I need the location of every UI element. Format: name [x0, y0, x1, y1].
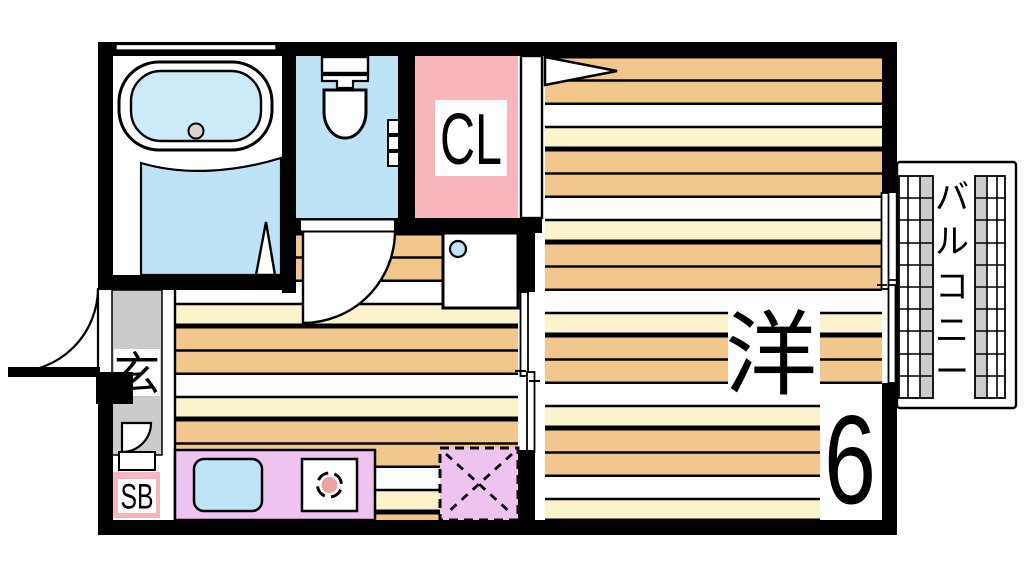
room-size: 6: [824, 390, 876, 531]
label-backing: [820, 395, 882, 520]
sliding-door-ticks: [515, 370, 540, 382]
wall: [98, 275, 296, 290]
balcony-grid-lines: [975, 197, 1005, 377]
toilet-lid: [320, 73, 370, 90]
toilet-door-panel: [299, 218, 396, 233]
wall-jamb: [96, 372, 133, 404]
front-door-leaf: [8, 367, 100, 377]
window-ticks: [877, 279, 899, 286]
balcony-window-icon: [877, 192, 899, 384]
wall: [282, 42, 296, 293]
washing-machine-space: [441, 231, 520, 310]
wall: [518, 450, 535, 520]
sink-icon: [192, 457, 264, 513]
shoe-box-label: SB: [121, 478, 154, 517]
bathroom-window-icon: [115, 43, 277, 51]
label-backing: [728, 300, 820, 404]
wall-bottom: [98, 520, 897, 535]
faucet-icon: [448, 239, 468, 259]
wall-top: [98, 42, 897, 56]
label-backing: [118, 479, 156, 513]
burner-icon: [321, 477, 338, 493]
balcony-label-char: バ: [935, 179, 969, 217]
window-sash: [880, 192, 890, 290]
bath-washing-area: [139, 156, 283, 277]
balcony-label-char: ー: [935, 353, 969, 391]
balcony-label-char: ニ: [935, 312, 969, 350]
window-sash: [887, 284, 897, 384]
balcony-label-char: コ: [935, 268, 969, 306]
bathroom: [98, 42, 296, 293]
kitchen-counter: [173, 448, 377, 522]
kitchen-room-divider: [515, 233, 540, 520]
wall: [398, 42, 415, 233]
bathtub-drain-icon: [187, 122, 205, 140]
balcony-grid-lines: [899, 197, 933, 377]
wall: [518, 233, 535, 292]
burner-ring-icon: [316, 471, 343, 499]
toilet-bowl-icon: [322, 88, 368, 140]
front-door: [8, 287, 133, 404]
balcony: バ ル コ ニ ー: [895, 160, 1018, 410]
bathtub-basin: [129, 69, 263, 143]
toilet-tank: [320, 55, 370, 75]
western-room-label: 洋 6: [725, 300, 882, 531]
refrigerator-space: [438, 446, 520, 522]
balcony-label: バ ル コ ニ ー: [935, 179, 969, 391]
sliding-door-sash: [519, 291, 529, 377]
entrance-area: 玄 SB: [111, 289, 177, 520]
room-kanji: 洋: [725, 305, 817, 407]
wall-right: [882, 42, 897, 193]
entrance-step: [118, 451, 156, 471]
closet-label: CL: [440, 100, 502, 180]
outer-walls: [98, 42, 897, 535]
wall-left: [98, 42, 113, 290]
wall-right: [882, 383, 897, 535]
closet-door-panel: [519, 54, 544, 220]
sliding-door-sash: [526, 371, 536, 453]
toilet-shelf-icon: [387, 119, 402, 167]
label-backing: [435, 100, 507, 176]
wall-left: [98, 372, 113, 535]
toilet-door-swing-icon: [301, 229, 397, 325]
toilet-room: [296, 42, 415, 233]
closet: CL: [415, 56, 518, 218]
balcony-label-char: ル: [935, 223, 969, 261]
closet-door-swing-icon: [543, 55, 618, 87]
